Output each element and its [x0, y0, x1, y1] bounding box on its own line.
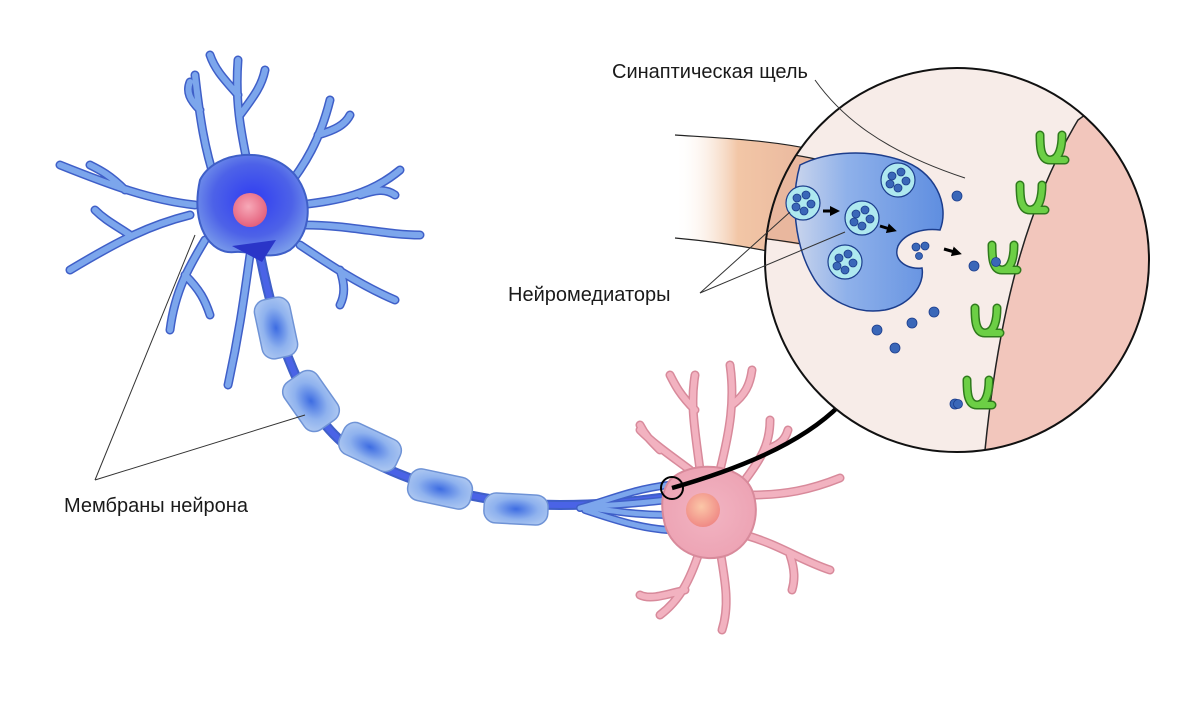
target-dendrites	[635, 360, 845, 635]
bound-transmitters	[953, 257, 1001, 409]
neuron-membranes-label: Мембраны нейрона	[64, 495, 248, 517]
myelin-sheaths	[253, 296, 549, 526]
neurotransmitters-label: Нейромедиаторы	[508, 284, 671, 306]
synapse-zoom	[674, 67, 1150, 453]
target-nucleus	[686, 493, 720, 527]
synapse-marker-circle	[660, 476, 684, 500]
postsynaptic-neuron	[635, 360, 845, 635]
vesicle-transmitters	[791, 167, 930, 275]
receptors-fill	[964, 132, 1068, 408]
presynaptic-neuron	[55, 50, 672, 534]
synaptic-cleft-label: Синаптическая щель	[612, 61, 808, 83]
nucleus	[233, 193, 267, 227]
zoom-circle-border	[764, 67, 1150, 453]
zoom-arrow	[671, 402, 843, 491]
release-arrows	[823, 206, 962, 257]
leader-lines	[94, 79, 966, 481]
axon-terminals	[576, 481, 672, 534]
